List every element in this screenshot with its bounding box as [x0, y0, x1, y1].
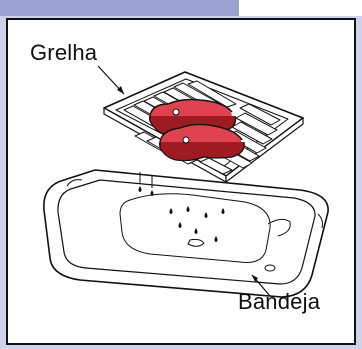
steak-bone: [173, 109, 179, 115]
steak-bone: [183, 137, 189, 143]
tray-drain: [265, 265, 275, 271]
drip-pool-blob: [188, 239, 204, 246]
drip-tray-icon: [44, 170, 328, 297]
tray-label: Bandeja: [238, 289, 320, 315]
grill-label: Grelha: [30, 40, 97, 66]
